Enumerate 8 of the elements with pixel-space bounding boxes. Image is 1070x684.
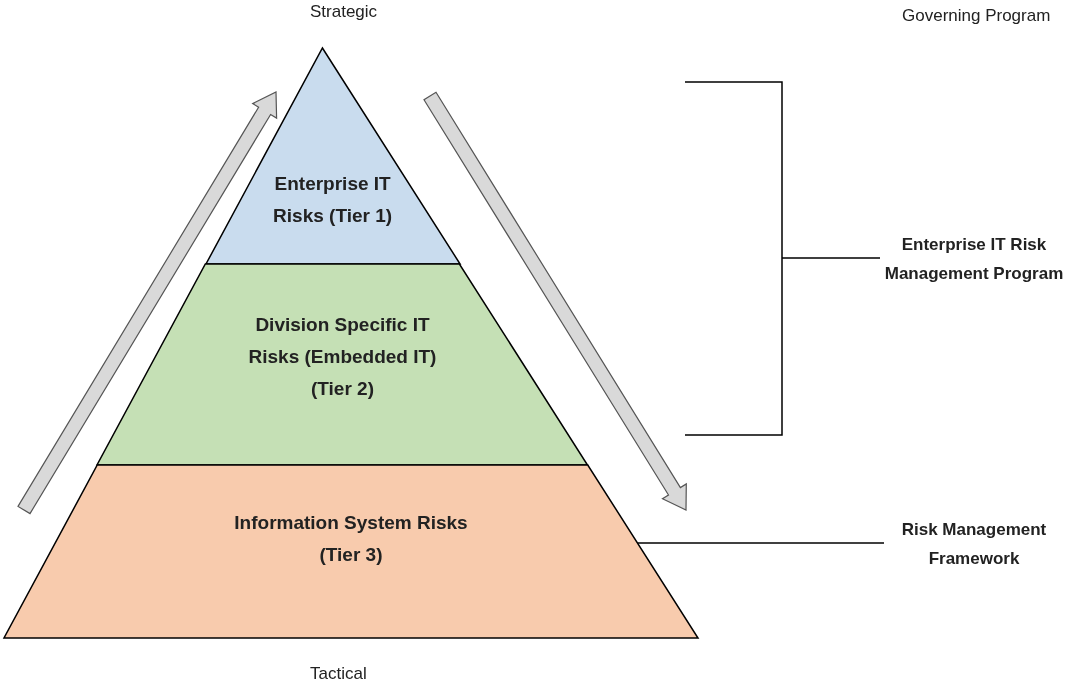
axis-label: Tactical bbox=[310, 664, 367, 684]
axis-label: Strategic bbox=[310, 2, 378, 22]
axis-label: Governing Program bbox=[902, 6, 1051, 26]
side-label: Enterprise IT Risk Management Program bbox=[884, 234, 1064, 285]
tier-text: Division Specific IT Risks (Embedded IT) (Tier 2) bbox=[247, 313, 438, 401]
tier-text: Enterprise IT Risks (Tier 1) bbox=[272, 172, 394, 228]
side-label: Risk Management Framework bbox=[900, 519, 1048, 570]
tier-text: Information System Risks (Tier 3) bbox=[233, 511, 469, 567]
